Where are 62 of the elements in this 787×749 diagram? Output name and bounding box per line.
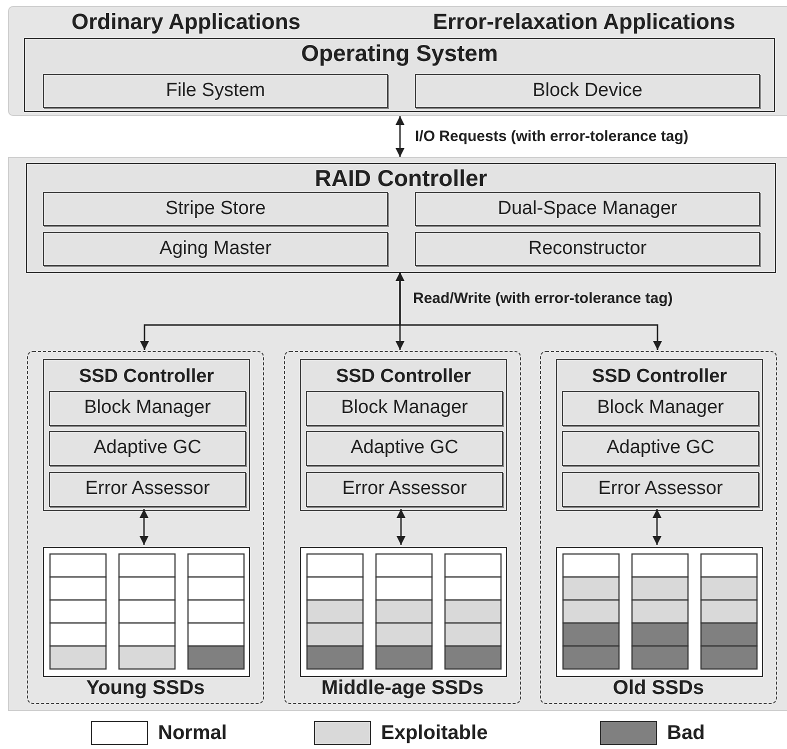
component-box [306,431,503,466]
controller-heading: SSD Controller [78,367,216,388]
module-box [24,38,775,112]
component-label: Aging Master [158,239,272,260]
component-label: Dual-Space Manager [496,199,678,220]
component-label: Block Manager [83,398,212,419]
component-label: Error Assessor [597,479,724,500]
group-label: Middle-age SSDs [320,677,485,699]
component-label: Reconstructor [527,239,648,260]
component-label: Block Manager [340,398,469,419]
component-label: File System [164,81,266,102]
component-label: Adaptive GC [606,438,716,459]
group-label: Young SSDs [85,677,206,699]
ssd-group-frame [540,351,777,704]
component-box [43,192,388,226]
module-box [26,163,776,273]
controller-box [43,359,250,511]
layer-heading: Error-relaxation Applications [432,10,736,34]
component-label: Adaptive GC [350,438,460,459]
component-label: Error Assessor [84,479,211,500]
component-box [562,391,759,426]
component-label: Adaptive GC [92,438,202,459]
component-box [43,74,388,108]
controller-heading: SSD Controller [590,367,728,388]
controller-box [300,359,507,511]
component-box [562,472,759,507]
layer-heading: Ordinary Applications [70,10,302,34]
component-label: Block Device [532,81,644,102]
arrow [399,272,662,350]
flash-array-box [43,547,250,677]
flash-array-box [556,547,763,677]
ssd-group-frame [284,351,521,704]
legend-label: Bad [667,721,705,745]
component-box [415,232,760,266]
component-box [562,431,759,466]
legend-label: Normal [158,721,227,745]
controller-box [556,359,763,511]
component-box [415,74,760,108]
flash-array-box [300,547,507,677]
component-box [43,232,388,266]
legend-label: Exploitable [381,721,488,745]
arrow [652,509,662,545]
arrow [396,116,404,157]
arrow [396,509,406,545]
layer-panel [8,6,787,116]
component-label: Error Assessor [341,479,468,500]
group-label: Old SSDs [612,677,706,699]
component-box [49,391,246,426]
component-label: Stripe Store [164,199,267,220]
module-heading: Operating System [300,41,499,66]
layer-panel [8,157,787,711]
arrow [140,509,148,545]
component-box [49,431,246,466]
module-heading: RAID Controller [314,166,488,192]
component-box [306,391,503,426]
controller-heading: SSD Controller [334,367,472,388]
component-box [306,472,503,507]
component-box [415,192,760,226]
component-box [49,472,246,507]
ssd-group-frame [27,351,264,704]
arrow [396,272,404,350]
component-label: Block Manager [596,398,725,419]
